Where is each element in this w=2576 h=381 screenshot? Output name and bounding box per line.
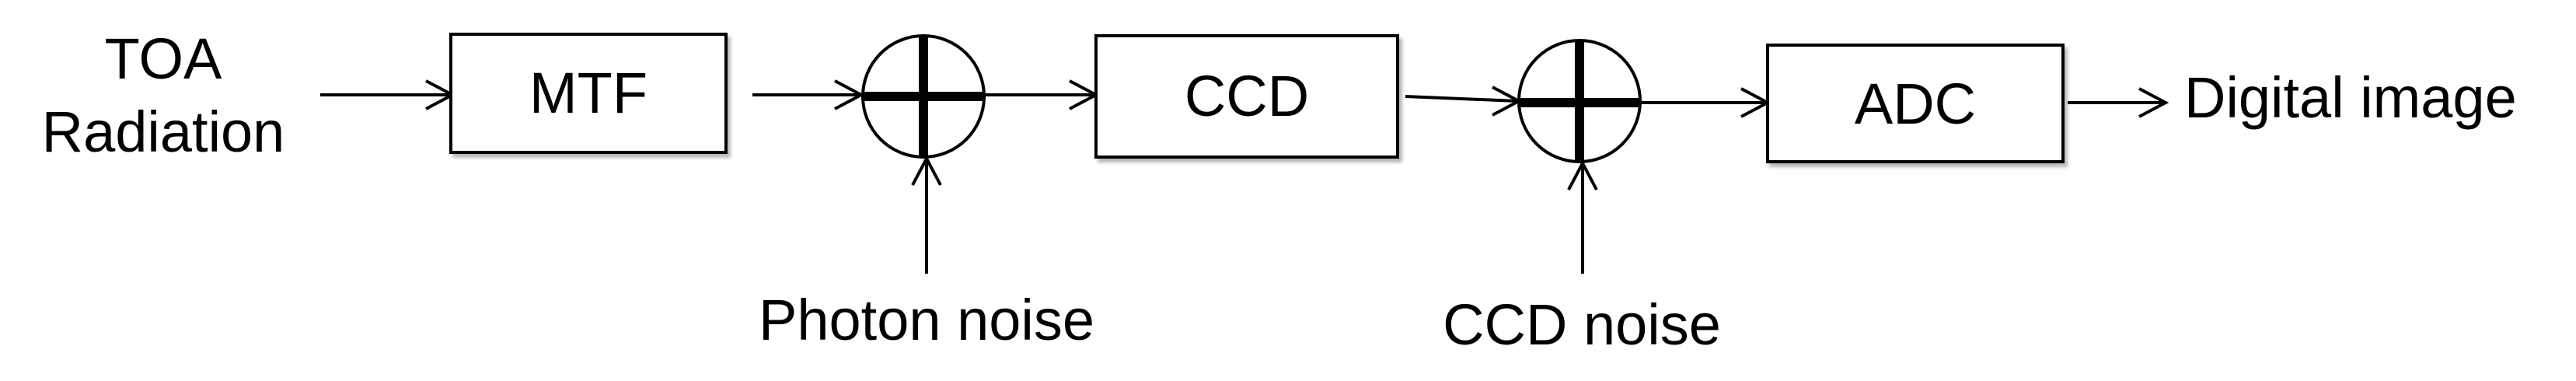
adc-block-label: ADC xyxy=(1854,72,1977,136)
ccd-noise-label: CCD noise xyxy=(1443,292,1721,357)
input-label-line1: TOA xyxy=(104,26,222,91)
ccd-block-label: CCD xyxy=(1184,64,1310,128)
adc-block xyxy=(1766,44,2065,163)
arrow-ccd-to-sum2 xyxy=(1405,95,1518,103)
arrowhead-ccd-noise xyxy=(1567,159,1598,190)
output-label: Digital image xyxy=(2184,65,2517,130)
mtf-block xyxy=(449,33,728,154)
photon-noise-label: Photon noise xyxy=(758,288,1094,352)
ccd-block xyxy=(1094,34,1399,159)
mtf-block-label: MTF xyxy=(529,61,648,125)
arrowhead-adc-to-output xyxy=(2138,87,2169,118)
arrowhead-mtf-to-sum1 xyxy=(834,79,865,110)
arrowhead-photon-noise xyxy=(911,155,942,186)
input-label-line2: Radiation xyxy=(41,100,285,164)
